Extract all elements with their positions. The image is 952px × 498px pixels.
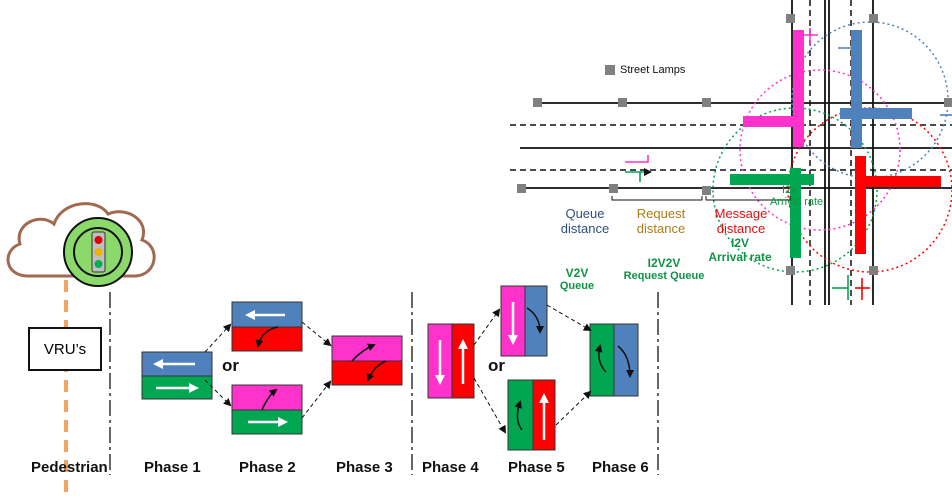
phase-5-label: Phase 5 [508, 459, 565, 476]
phase5-top-block [500, 285, 548, 357]
phase6-block [589, 323, 639, 397]
intersection-map [510, 0, 952, 305]
v2v-line2: Queue [559, 280, 595, 292]
i2v2v-line2: Request Queue [623, 270, 705, 282]
phase-6-label: Phase 6 [592, 459, 649, 476]
phase2-bottom-block [231, 384, 303, 435]
message-distance-line2: distance [716, 221, 766, 236]
v2v-label: V2V Queue [552, 266, 602, 292]
or-label-2: or [488, 356, 505, 375]
i2v2v-label: I2V2V Request Queue [618, 256, 710, 282]
phase-separators [109, 292, 659, 475]
pedestrian-label: Pedestrian [31, 459, 108, 476]
i2v-line2: Arrival rate [708, 250, 772, 264]
queue-distance-label: Queue distance [554, 206, 616, 236]
lamp-icon [605, 65, 615, 75]
transition-arrows-left [204, 321, 332, 419]
v2v-line1: V2V [565, 266, 589, 280]
vru-box: VRU’s [28, 327, 102, 371]
cloud-icon [6, 202, 156, 278]
phase-4-label: Phase 4 [422, 459, 479, 476]
phase2-top-block [231, 301, 303, 352]
phase1-block [141, 351, 213, 400]
request-distance-line1: Request [636, 206, 686, 221]
message-distance-line1: Message [714, 206, 768, 221]
i2v-line1: I2V [730, 236, 749, 250]
transition-arrows-right [473, 304, 592, 434]
phase-2-label: Phase 2 [239, 459, 296, 476]
phase4-block [427, 323, 475, 399]
phase-1-label: Phase 1 [144, 459, 201, 476]
phase5-bottom-block [507, 379, 556, 451]
phase3-block [331, 335, 403, 386]
vru-label: VRU’s [43, 340, 87, 358]
message-distance-label: Message distance [706, 206, 776, 236]
i2v2v-line1: I2V2V [647, 256, 681, 270]
queue-distance-line2: distance [560, 221, 610, 236]
or-label-1: or [222, 356, 239, 375]
street-lamps-label: Street Lamps [620, 64, 686, 76]
distance-brackets [611, 196, 791, 201]
overlap-i2v-label: I2V [782, 184, 799, 196]
phase-3-label: Phase 3 [336, 459, 393, 476]
i2v-label: I2V Arrival rate [700, 236, 780, 264]
request-distance-line2: distance [636, 221, 686, 236]
request-distance-label: Request distance [626, 206, 696, 236]
queue-distance-line1: Queue [565, 206, 605, 221]
overlap-arrival-label: Arrival rate [770, 196, 824, 208]
street-lamps-legend: Street Lamps [605, 64, 685, 76]
traffic-light-icon [63, 217, 133, 287]
